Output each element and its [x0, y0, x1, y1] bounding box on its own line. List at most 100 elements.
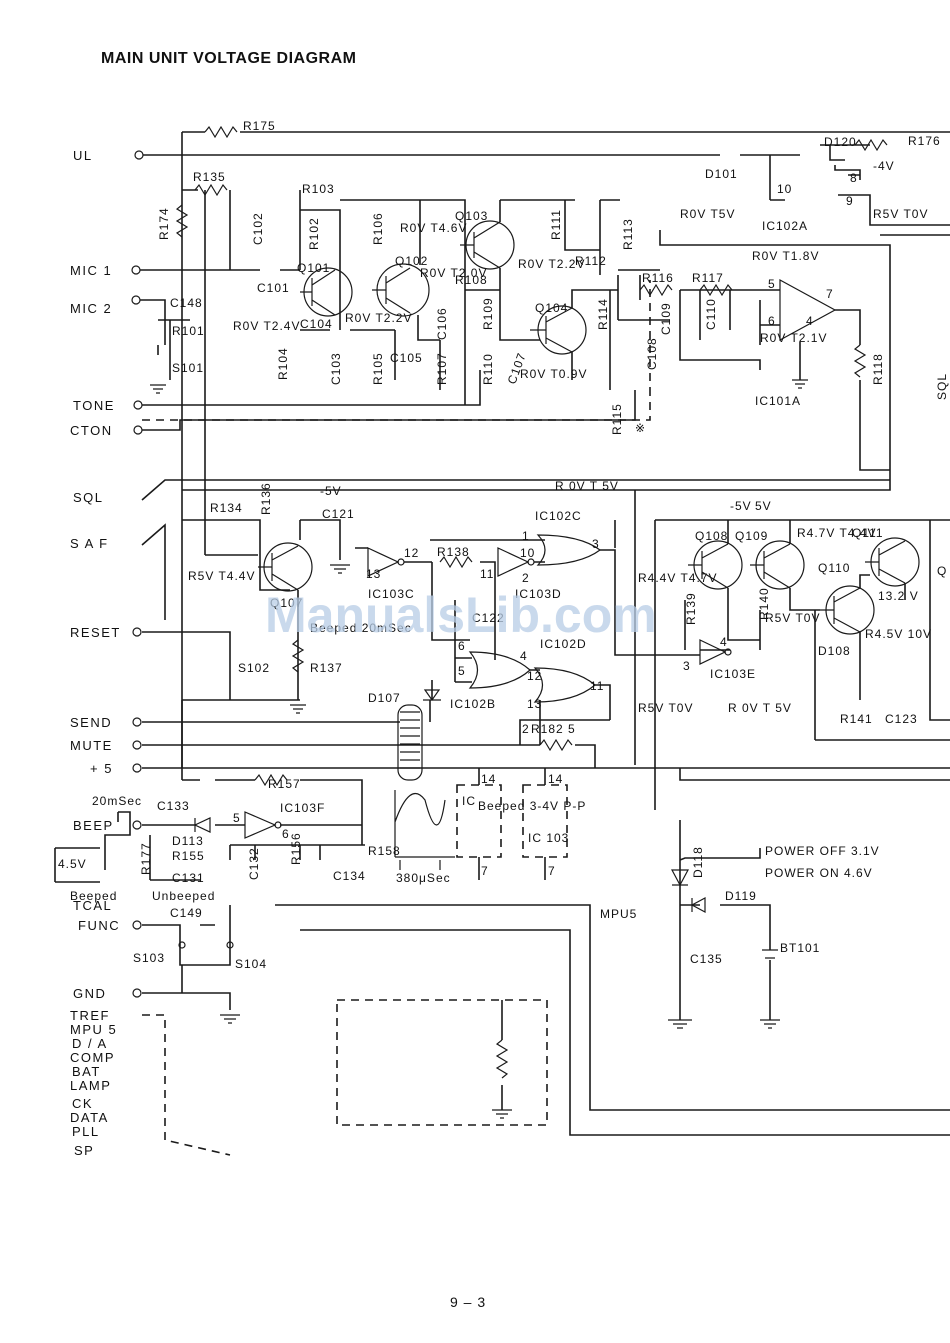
vnote-13: R4.4V T4.7V: [638, 571, 717, 585]
vnote-22: 5V: [755, 499, 772, 513]
label-r110: R110: [481, 353, 495, 385]
note-unbeeped: Unbeeped: [152, 889, 215, 903]
label-mute: MUTE: [70, 738, 113, 753]
note-power-off: POWER OFF 3.1V: [765, 844, 880, 858]
label-d120: D120: [824, 135, 857, 149]
vnote-8: R0V T2.1V: [760, 331, 827, 345]
label-c101: C101: [257, 281, 290, 295]
pin-1: 1: [522, 529, 530, 543]
vnote-1: R0V T5V: [680, 207, 735, 221]
label-pll: PLL: [72, 1124, 100, 1139]
vnote-2: R0V T4.6V: [400, 221, 467, 235]
pin-5c: 5: [233, 811, 241, 825]
terminal-mic2: [131, 295, 141, 305]
label-r155: R155: [172, 849, 205, 863]
vnote-10: R5V T0V: [873, 207, 928, 221]
label-bat: BAT: [72, 1064, 101, 1079]
vnote-3: R0V T2.2V: [518, 257, 585, 271]
vnote-4: R0V T1.8V: [752, 249, 819, 263]
label-ic103e: IC103E: [710, 667, 756, 681]
label-s102: S102: [238, 661, 270, 675]
label-q103: Q103: [455, 209, 488, 223]
label-ic103d: IC103D: [515, 587, 562, 601]
pin-4b: 4: [520, 649, 528, 663]
pin-5: 5: [768, 277, 776, 291]
label-ck: CK: [72, 1096, 93, 1111]
label-r176: R176: [908, 134, 941, 148]
vnote-17: R 0V T 5V: [728, 701, 792, 715]
label-c122: C122: [472, 611, 505, 625]
pin-3e: 3: [683, 659, 691, 673]
label-d108: D108: [818, 644, 851, 658]
note-power-on: POWER ON 4.6V: [765, 866, 873, 880]
note-beeped: Beeped: [70, 889, 117, 903]
pin-6b: 6: [458, 639, 466, 653]
label-lamp: LAMP: [70, 1078, 111, 1093]
vnote-14: R4.7V T4.4V: [797, 526, 876, 540]
page-number: 9 – 3: [450, 1294, 487, 1310]
label-c131: C131: [172, 871, 205, 885]
label-sql: SQL: [73, 490, 104, 505]
pin-9: 9: [846, 194, 854, 208]
label-beep: BEEP: [73, 818, 114, 833]
label-q109: Q109: [735, 529, 768, 543]
label-r114: R114: [596, 298, 610, 330]
label-tcal: TCAL: [73, 898, 112, 913]
pin-13a: 13: [366, 567, 381, 581]
label-reset: RESET: [70, 625, 121, 640]
label-cton: CTON: [70, 423, 113, 438]
label-r139: R139: [684, 592, 698, 625]
label-q107: Q107: [270, 596, 303, 610]
pin-7b: 7: [548, 864, 556, 878]
label-r101: R101: [172, 324, 205, 338]
label-data: DATA: [70, 1110, 109, 1125]
label-r111: R111: [549, 209, 563, 240]
vnote-20: -4V: [873, 159, 895, 173]
label-c133: C133: [157, 799, 190, 813]
label-c149: C149: [170, 906, 203, 920]
label-r116: R116: [642, 271, 674, 285]
vnote-16: R4.5V 10V: [865, 627, 932, 641]
pin-7: 7: [826, 287, 834, 301]
pin-4e: 4: [720, 635, 728, 649]
label-d119: D119: [725, 889, 757, 903]
note-380usec: 380μSec: [396, 871, 451, 885]
terminal-mic1: [131, 265, 141, 275]
pin-7a: 7: [481, 864, 489, 878]
label-r109: R109: [481, 297, 495, 330]
label-r175: R175: [243, 119, 276, 133]
vnote-21: 13.2 V: [878, 589, 919, 603]
terminal-cton: [133, 425, 143, 435]
label-r156: R156: [289, 832, 303, 865]
label-r137: R137: [310, 661, 343, 675]
label-s101: S101: [172, 361, 204, 375]
pin-5b: 5: [458, 664, 466, 678]
pin-11a: 11: [480, 567, 494, 581]
label-r103: R103: [302, 182, 335, 196]
label-r107: R107: [435, 352, 449, 385]
label-ic102b: IC102B: [450, 697, 496, 711]
label-c109: C109: [659, 302, 673, 335]
label-plus5: + 5: [90, 761, 113, 776]
label-sp: SP: [74, 1143, 94, 1158]
vnote-23: -5V: [730, 499, 752, 513]
pin-8: 8: [850, 171, 858, 185]
pin-2: 2: [522, 571, 530, 585]
label-ic102d: IC102D: [540, 637, 587, 651]
terminal-plus5: [132, 763, 142, 773]
label-r141: R141: [840, 712, 873, 726]
label-c102: C102: [251, 212, 265, 245]
vnote-15: R5V T0V: [765, 611, 820, 625]
pin-13b: 13: [527, 697, 542, 711]
pin-2f: 2: [522, 722, 530, 736]
label-c103: C103: [329, 352, 343, 385]
terminal-func: [132, 920, 142, 930]
label-r104: R104: [276, 347, 290, 380]
label-r182: R182 5: [531, 722, 576, 736]
label-s104: S104: [235, 957, 267, 971]
label-q101: Q101: [297, 261, 330, 275]
label-ic102c: IC102C: [535, 509, 582, 523]
label-r158: R158: [368, 844, 401, 858]
label-c135: C135: [690, 952, 723, 966]
label-q108: Q108: [695, 529, 728, 543]
